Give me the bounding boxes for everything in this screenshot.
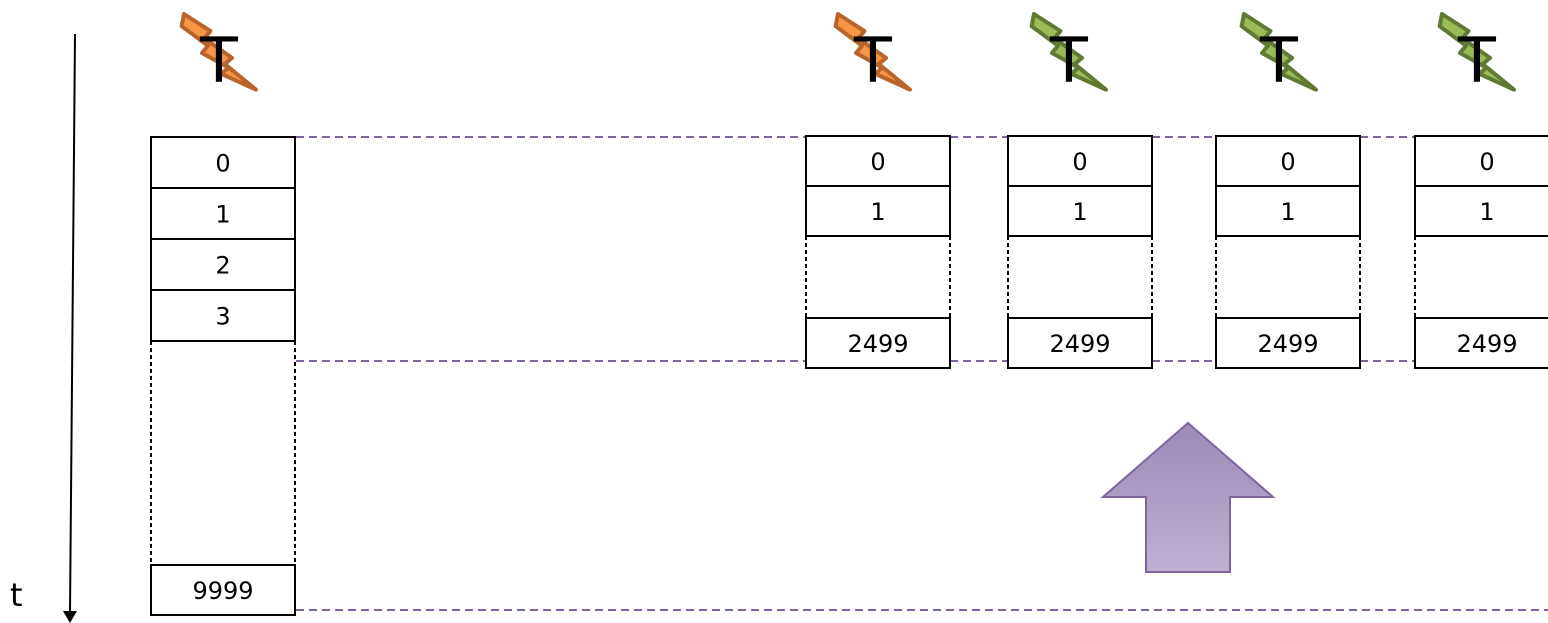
lightning-thread-icon: T	[1029, 12, 1108, 97]
lightning-bolt-shape	[1029, 12, 1108, 92]
array-cell	[150, 187, 296, 240]
lightning-bolt-shape	[1437, 12, 1516, 92]
time-axis-line	[69, 33, 76, 613]
array-cell	[1007, 317, 1153, 369]
array-cell	[1215, 185, 1361, 237]
array-column: 0 1 2499	[805, 135, 951, 369]
array-column: 0 1 2499	[1414, 135, 1548, 369]
array-columns: 0 1 2 3 9999 0 1 2499 0 1 2499 0 1 2499 0 1 2499	[150, 135, 1548, 616]
array-cell	[805, 185, 951, 237]
array-cell	[1007, 135, 1153, 187]
array-cell-label: 2	[215, 252, 230, 280]
thread-letter: T	[1049, 24, 1089, 97]
lightning-thread-icon: T	[179, 12, 258, 97]
thread-letter: T	[1457, 24, 1497, 97]
thread-letter: T	[199, 24, 239, 97]
array-cell	[1215, 135, 1361, 187]
guide-lines	[296, 136, 1548, 611]
array-cell-label: 2499	[1049, 330, 1110, 358]
array-cell-label: 1	[1072, 198, 1087, 226]
time-axis-arrowhead	[63, 611, 77, 623]
array-cell-label: 1	[1280, 198, 1295, 226]
lightning-thread-icon: T	[833, 12, 912, 97]
array-cell	[150, 238, 296, 291]
array-cell-label: 1	[870, 198, 885, 226]
array-cell-label: 0	[1280, 148, 1295, 176]
time-axis: t	[10, 33, 77, 623]
array-gap	[805, 236, 951, 318]
array-gap	[1007, 236, 1153, 318]
array-cell	[1215, 317, 1361, 369]
time-axis-label: t	[10, 576, 23, 614]
array-cell-label: 0	[215, 150, 230, 178]
up-arrow-icon	[1100, 421, 1276, 573]
array-cell-label: 2499	[1257, 330, 1318, 358]
array-cell	[150, 564, 296, 616]
array-column: 0 1 2 3 9999	[150, 136, 296, 616]
array-cell-label: 2499	[847, 330, 908, 358]
array-gap	[150, 341, 296, 565]
array-cell	[805, 317, 951, 369]
array-cell-label: 0	[870, 148, 885, 176]
array-cell-label: 9999	[192, 577, 253, 605]
array-cell-label: 1	[1479, 198, 1494, 226]
lightning-bolt-shape	[179, 12, 258, 92]
array-column: 0 1 2499	[1215, 135, 1361, 369]
array-gap	[1215, 236, 1361, 318]
thread-letter: T	[1259, 24, 1299, 97]
array-cell-label: 0	[1072, 148, 1087, 176]
lightning-thread-icon: T	[1239, 12, 1318, 97]
array-column: 0 1 2499	[1007, 135, 1153, 369]
lightning-bolt-shape	[833, 12, 912, 92]
array-cell	[150, 289, 296, 342]
array-cell	[805, 135, 951, 187]
lightning-thread-icon: T	[1437, 12, 1516, 97]
array-cell-label: 0	[1479, 148, 1494, 176]
thread-letter: T	[853, 24, 893, 97]
array-gap	[1414, 236, 1416, 318]
array-cell	[1414, 185, 1548, 237]
array-cell-label: 2499	[1456, 330, 1517, 358]
array-cell-label: 1	[215, 201, 230, 229]
array-cell	[1007, 185, 1153, 237]
array-cell-label: 3	[215, 303, 230, 331]
array-cell	[1414, 317, 1548, 369]
lightning-bolt-shape	[1239, 12, 1318, 92]
array-cell	[1414, 135, 1548, 187]
